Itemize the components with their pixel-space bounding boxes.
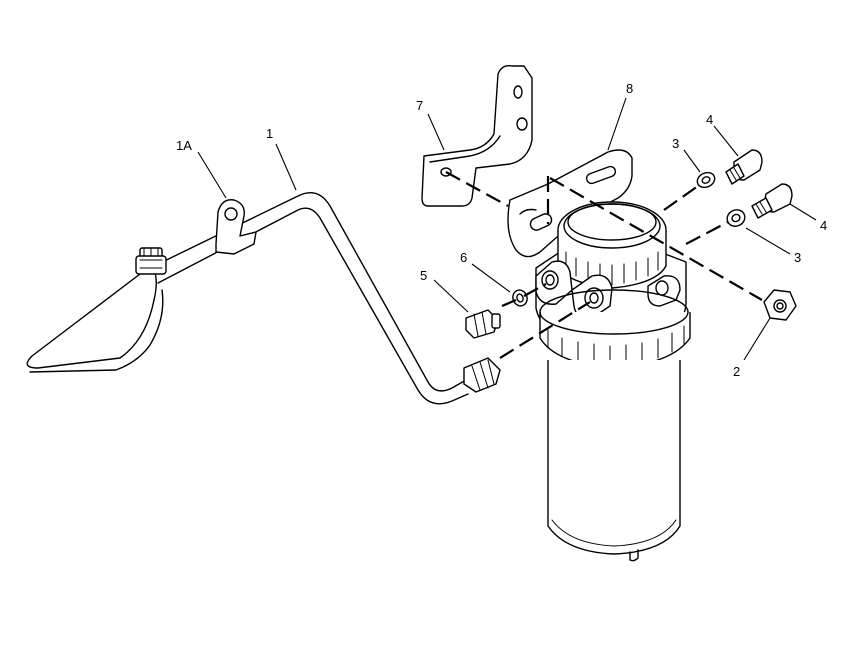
screw-lower: [751, 183, 793, 219]
callout-7: 7: [416, 98, 423, 113]
plug: [465, 309, 501, 339]
fuel-tube-assembly: [26, 192, 469, 405]
mounting-bracket: [421, 64, 533, 207]
callout-2: 2: [733, 364, 740, 379]
callout-4-lower: 4: [820, 218, 827, 233]
filter-canister: [547, 360, 681, 562]
hex-nut: [763, 289, 797, 321]
callout-1: 1: [266, 126, 273, 141]
washer-lower: [726, 209, 746, 227]
callout-labels: 1 1A 7 8 3 4 4 3 2 5 6: [176, 81, 827, 379]
leader-lines: [197, 97, 817, 361]
callout-4-upper: 4: [706, 112, 713, 127]
assembly-lines: [445, 171, 763, 359]
tube-clip-1a: [215, 199, 257, 255]
tube-end-fitting-left: [135, 247, 167, 275]
callout-3-upper: 3: [672, 136, 679, 151]
callout-6: 6: [460, 250, 467, 265]
callout-1a: 1A: [176, 138, 192, 153]
callout-3-lower: 3: [794, 250, 801, 265]
tube-end-nut: [463, 357, 501, 393]
callout-5: 5: [420, 268, 427, 283]
screw-upper: [725, 149, 763, 185]
seal-washer: [512, 289, 528, 307]
washer-upper: [696, 171, 716, 189]
filter-base-housing: [507, 149, 691, 369]
callout-8: 8: [626, 81, 633, 96]
